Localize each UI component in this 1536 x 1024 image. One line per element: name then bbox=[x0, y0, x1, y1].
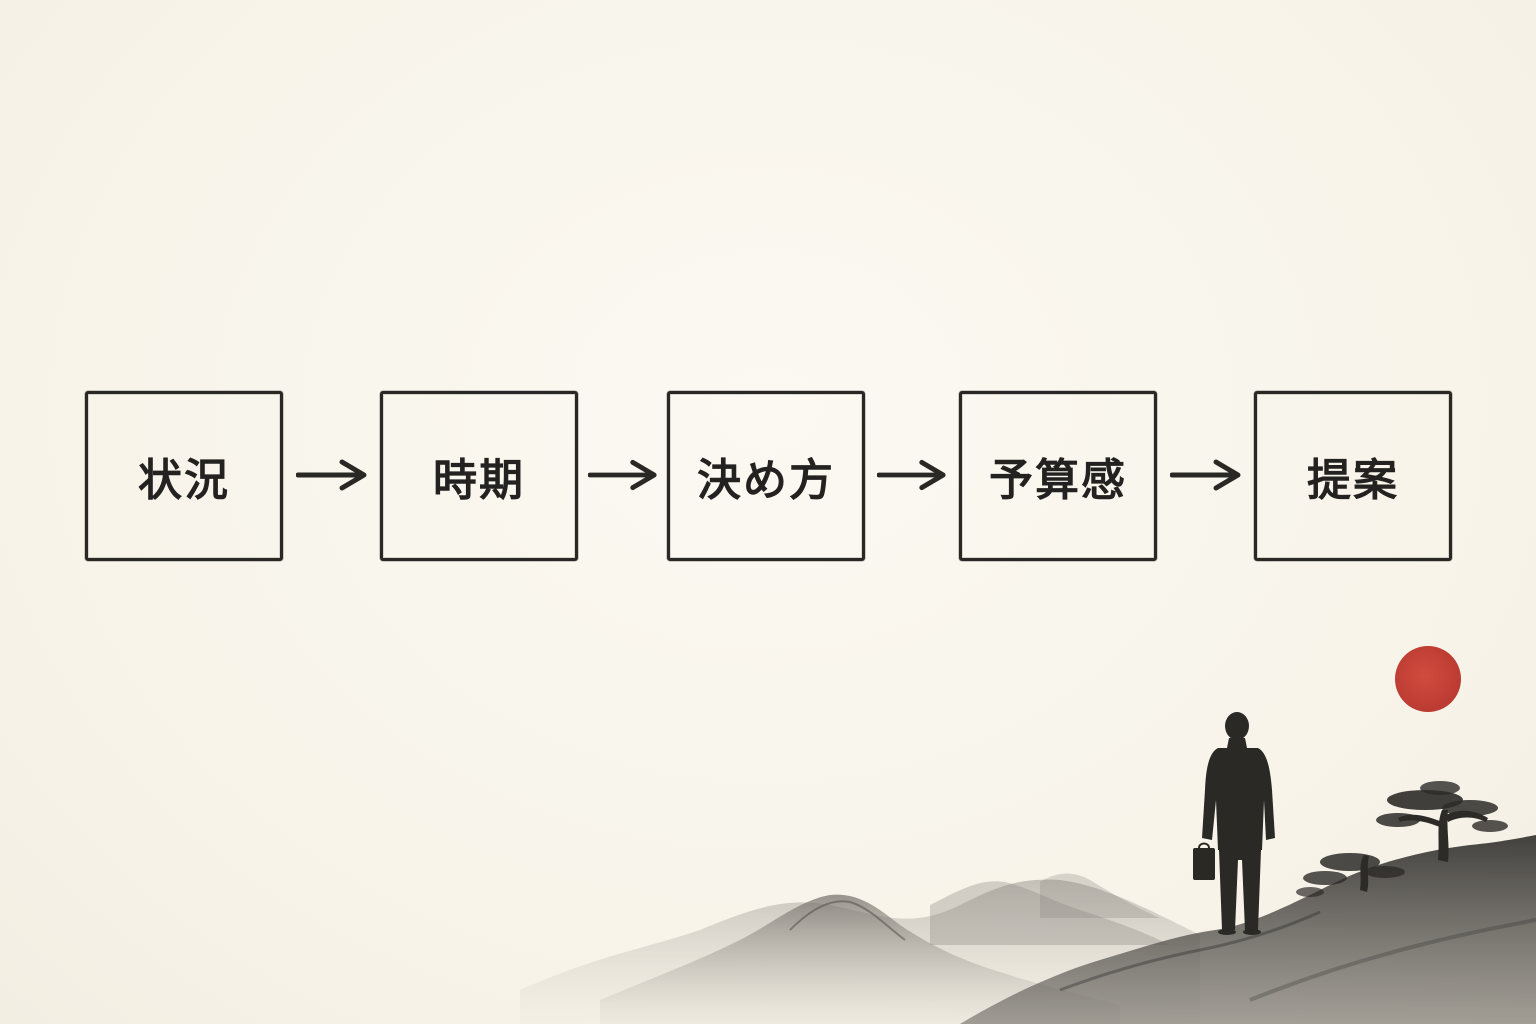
red-sun bbox=[1395, 646, 1461, 712]
middle-mountains bbox=[600, 894, 1120, 1024]
distant-mountains bbox=[520, 873, 1200, 1024]
pine-tree bbox=[1296, 781, 1508, 897]
step-box-1: 状況 bbox=[85, 391, 283, 561]
step-label-timing: 時期 bbox=[433, 455, 525, 506]
step-box-3: 決め方 bbox=[667, 391, 865, 561]
businessman-silhouette bbox=[1193, 712, 1275, 935]
step-label-situation: 状況 bbox=[138, 455, 230, 506]
arrow-right-icon bbox=[877, 459, 946, 491]
step-box-4: 予算感 bbox=[959, 391, 1157, 561]
foreground-hill bbox=[960, 835, 1536, 1024]
step-label-decision-method: 決め方 bbox=[697, 455, 835, 506]
arrow-right-icon bbox=[296, 459, 367, 491]
arrow-right-icon bbox=[1170, 459, 1241, 491]
step-box-2: 時期 bbox=[380, 391, 578, 561]
step-box-5: 提案 bbox=[1254, 391, 1452, 561]
step-label-proposal: 提案 bbox=[1307, 455, 1399, 506]
step-label-budget-sense: 予算感 bbox=[989, 455, 1127, 506]
arrow-right-icon bbox=[588, 459, 657, 491]
